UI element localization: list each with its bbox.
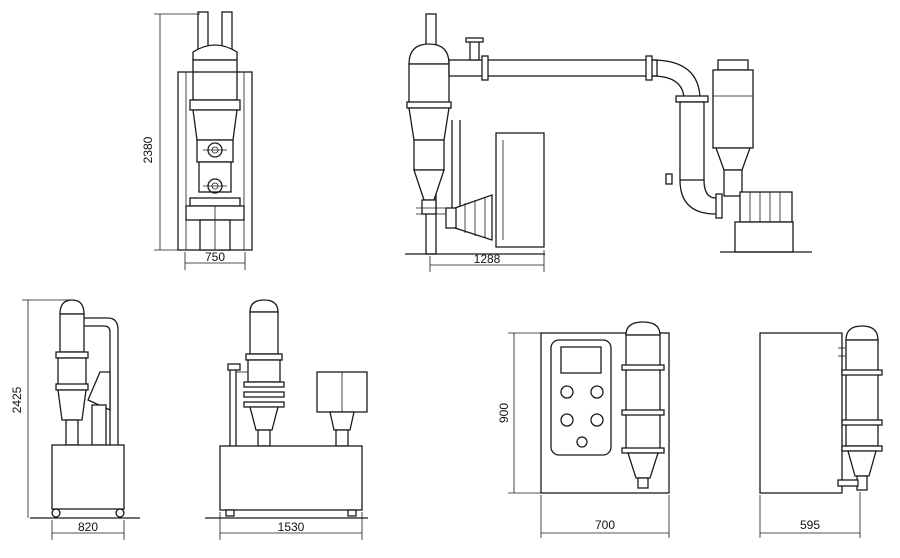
dim-595: 595	[800, 518, 820, 532]
view-cabinet-side: 595	[759, 325, 883, 538]
view-cyclone-front: 2425 820	[10, 299, 140, 540]
dim-820: 820	[78, 520, 98, 534]
view-front-small: 2380 750	[141, 11, 253, 270]
dim-2425: 2425	[10, 386, 24, 413]
dim-900: 900	[497, 403, 511, 423]
view-cabinet-front: 900 700	[497, 321, 670, 538]
dim-2380: 2380	[141, 136, 155, 163]
view-cyclone-side: 1530	[205, 299, 368, 540]
dim-1288: 1288	[474, 252, 501, 266]
view-side-large: 1288	[405, 13, 812, 272]
dim-1530: 1530	[278, 520, 305, 534]
dim-750: 750	[205, 250, 225, 264]
dim-700: 700	[595, 518, 615, 532]
